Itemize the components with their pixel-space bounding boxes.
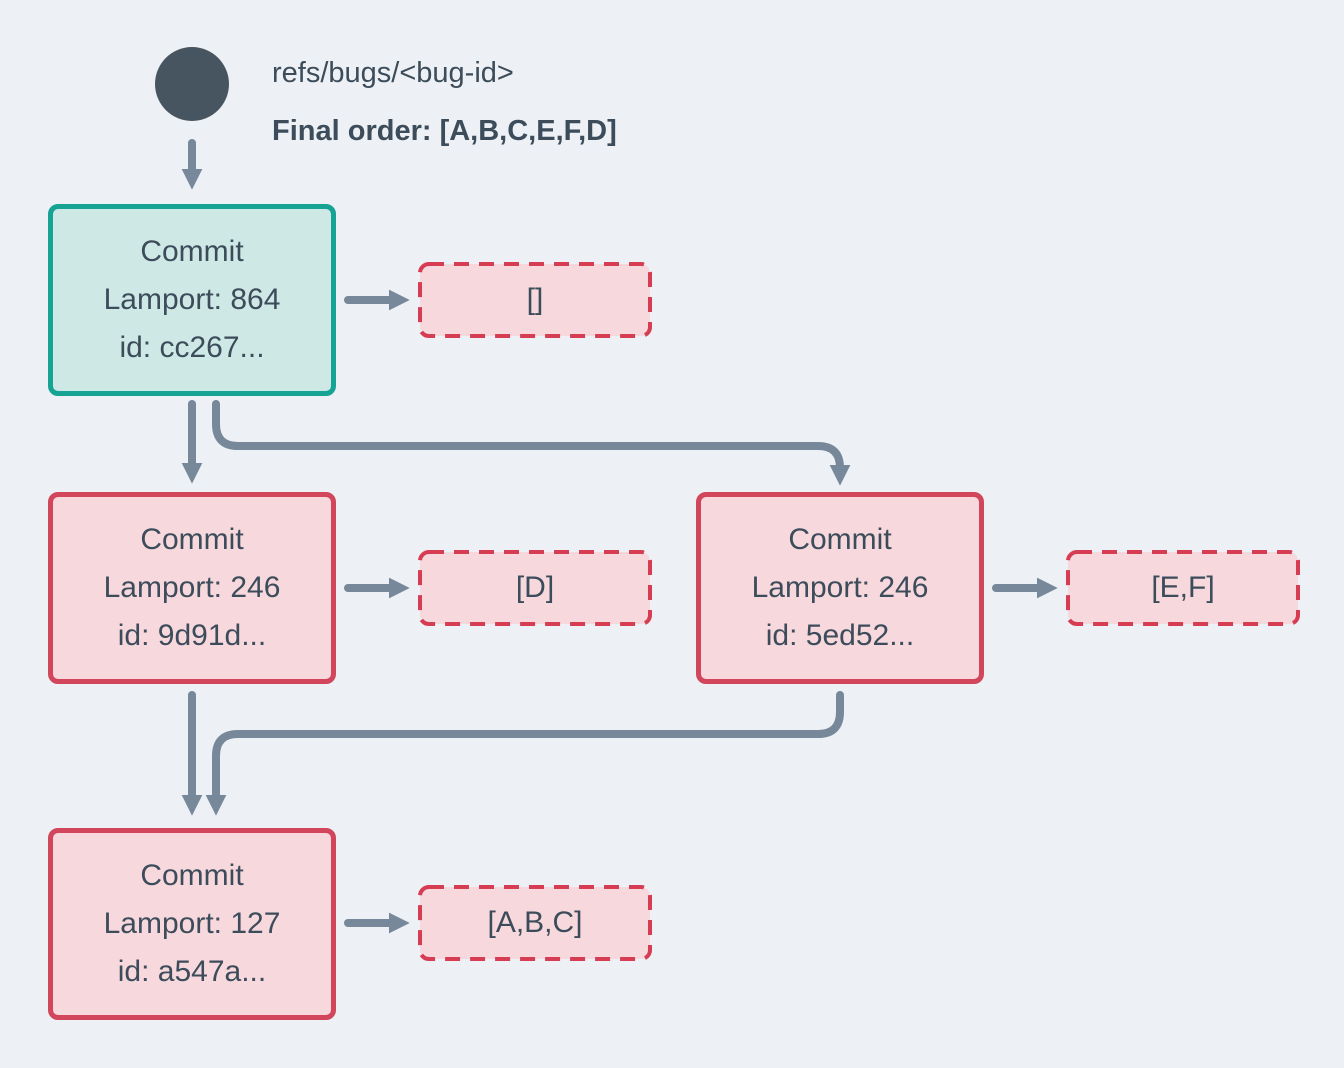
ref-head-dot bbox=[155, 47, 229, 121]
final-order-label: Final order: [A,B,C,E,F,D] bbox=[272, 115, 617, 147]
operations-box-merge bbox=[418, 885, 652, 961]
commit-title: Commit bbox=[140, 523, 244, 556]
ref-name-label: refs/bugs/<bug-id> bbox=[272, 57, 514, 89]
commit-node-merge: Commit Lamport: 127 id: a547a... bbox=[48, 828, 336, 1020]
commit-title: Commit bbox=[788, 523, 892, 556]
commit-title: Commit bbox=[140, 859, 244, 892]
commit-lamport: Lamport: 864 bbox=[103, 283, 281, 316]
commit-title: Commit bbox=[140, 235, 244, 268]
commit-lamport: Lamport: 127 bbox=[103, 907, 281, 940]
commit-id: id: 9d91d... bbox=[117, 619, 267, 652]
commit-node-right: Commit Lamport: 246 id: 5ed52... bbox=[696, 492, 984, 684]
operations-label-root: [] bbox=[526, 283, 544, 316]
commit-lamport: Lamport: 246 bbox=[751, 571, 929, 604]
commit-node-root: Commit Lamport: 864 id: cc267... bbox=[48, 204, 336, 396]
operations-box-root bbox=[418, 262, 652, 338]
commit-id: id: 5ed52... bbox=[765, 619, 915, 652]
commit-lamport: Lamport: 246 bbox=[103, 571, 281, 604]
commit-node-left: Commit Lamport: 246 id: 9d91d... bbox=[48, 492, 336, 684]
commit-id: id: a547a... bbox=[117, 955, 267, 988]
operations-label-right: [E,F] bbox=[1151, 571, 1215, 604]
operations-box-left bbox=[418, 550, 652, 626]
operations-label-merge: [A,B,C] bbox=[487, 906, 583, 939]
commit-id: id: cc267... bbox=[119, 331, 265, 364]
arrow-right-to-merge bbox=[205, 691, 844, 816]
operations-label-left: [D] bbox=[515, 571, 555, 604]
operations-box-right bbox=[1066, 550, 1300, 626]
arrow-root-to-right bbox=[212, 400, 851, 486]
